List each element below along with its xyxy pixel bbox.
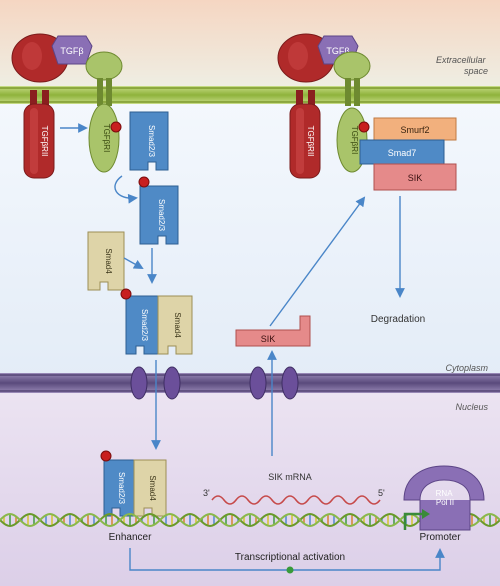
sik-mrna xyxy=(211,495,381,505)
smad23-top-label: Smad2/3 xyxy=(147,125,156,158)
smad23-top: Smad2/3 xyxy=(129,111,169,171)
mrna-3prime-label: 3' xyxy=(203,488,210,498)
transcription-start-arrowhead-icon xyxy=(422,509,430,519)
smad4-free: Smad4 xyxy=(87,231,125,291)
sik-cytoplasm: SIK xyxy=(235,315,311,347)
smad4-nuclear-label: Smad4 xyxy=(148,475,157,501)
dna-helix xyxy=(0,512,500,528)
tgfbr1-left-label: TGFβRI xyxy=(102,124,111,153)
smad23-complex-label: Smad2/3 xyxy=(140,309,149,342)
phosphate-icon xyxy=(120,288,132,300)
connector-node-icon xyxy=(286,566,294,574)
extracellular-label: Extracellular space xyxy=(436,55,488,76)
enhancer-label: Enhancer xyxy=(109,532,152,543)
smad23-mid-label: Smad2/3 xyxy=(157,199,166,232)
arrow-sik-recruitment xyxy=(269,196,366,327)
promoter-label: Promoter xyxy=(419,532,461,543)
sik-mrna-label: SIK mRNA xyxy=(268,472,312,482)
transcriptional-activation-connector xyxy=(129,548,445,571)
smad4-complex-label: Smad4 xyxy=(173,312,182,338)
smurf2-label: Smurf2 xyxy=(400,125,429,135)
smad23-nuclear-label: Smad2/3 xyxy=(117,472,126,505)
degradation-label: Degradation xyxy=(371,314,425,325)
tgfb-right-label: TGFβ xyxy=(326,46,349,56)
nuclear-pore-left xyxy=(130,366,181,400)
nucleus-label: Nucleus xyxy=(455,402,488,412)
sik-complex-box xyxy=(373,163,457,191)
transcription-start-icon xyxy=(403,512,424,530)
extracellular-label-line1: Extracellular xyxy=(436,55,487,65)
extracellular-label-line2: space xyxy=(464,66,488,76)
smad7-box xyxy=(359,139,445,165)
mrna-5prime-label: 5' xyxy=(378,488,385,498)
tgfbr2-left: TGFβRII xyxy=(11,33,69,179)
nuclear-pore-right xyxy=(249,366,299,400)
cytoplasm-label: Cytoplasm xyxy=(445,363,488,373)
tgfb-left-label: TGFβ xyxy=(60,46,83,56)
tgfbr1-right: TGFβRI xyxy=(333,51,371,173)
dna-strand xyxy=(0,512,500,528)
dna-strand xyxy=(0,512,500,528)
tgfbr2-left-label: TGFβRII xyxy=(40,126,49,157)
smad-complex-cytoplasm: Smad2/3 Smad4 xyxy=(120,288,193,355)
phosphate-icon xyxy=(358,121,370,133)
smad23-mid: Smad2/3 xyxy=(138,176,179,245)
transcriptional-activation-label: Transcriptional activation xyxy=(235,552,345,563)
left-receptor-complex: TGFβRII TGFβ TGFβRI xyxy=(11,33,123,179)
arrow-smad4-binding xyxy=(123,257,144,269)
rna-polymerase: RNA Pol II xyxy=(403,465,485,531)
plasma-membrane xyxy=(0,86,500,104)
tgfbr1-left: TGFβRI xyxy=(85,51,123,173)
rna-pol-label: RNA Pol II xyxy=(436,489,455,507)
tgfbr1-right-label: TGFβRI xyxy=(350,126,359,155)
smad7-label: Smad7 xyxy=(388,148,417,158)
sik-complex-label: SIK xyxy=(408,173,423,183)
arrow-smad-release xyxy=(114,175,138,204)
right-receptor-complex: TGFβRII TGFβ TGFβRI xyxy=(277,33,371,179)
smad-complex-nucleus: Smad2/3 Smad4 xyxy=(100,450,167,517)
phosphate-icon xyxy=(138,176,150,188)
tgfbr2-right-label: TGFβRII xyxy=(306,126,315,157)
inhibitory-complex: Smurf2 Smad7 SIK xyxy=(359,117,457,191)
phosphate-icon xyxy=(110,121,122,133)
smad4-free-label: Smad4 xyxy=(104,248,113,274)
phosphate-icon xyxy=(100,450,112,462)
tgfb-ligand-left: TGFβ xyxy=(51,35,93,65)
sik-cytoplasm-label: SIK xyxy=(261,334,276,344)
